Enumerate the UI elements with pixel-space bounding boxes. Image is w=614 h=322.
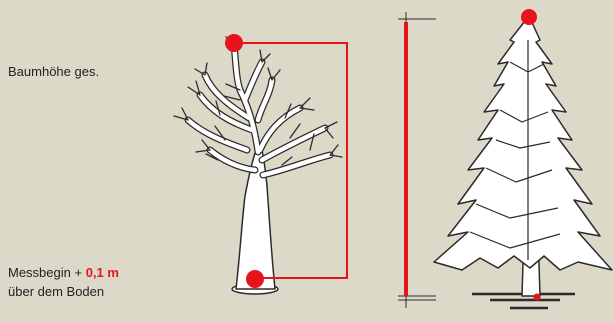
- height-scale-bar: [398, 12, 436, 308]
- top-measure-point: [225, 34, 243, 52]
- deciduous-tree-icon: [174, 37, 342, 294]
- conifer-top-point: [521, 9, 537, 25]
- conifer-tree-icon: [434, 9, 612, 308]
- base-measure-point: [246, 270, 264, 288]
- conifer-base-point: [534, 294, 541, 301]
